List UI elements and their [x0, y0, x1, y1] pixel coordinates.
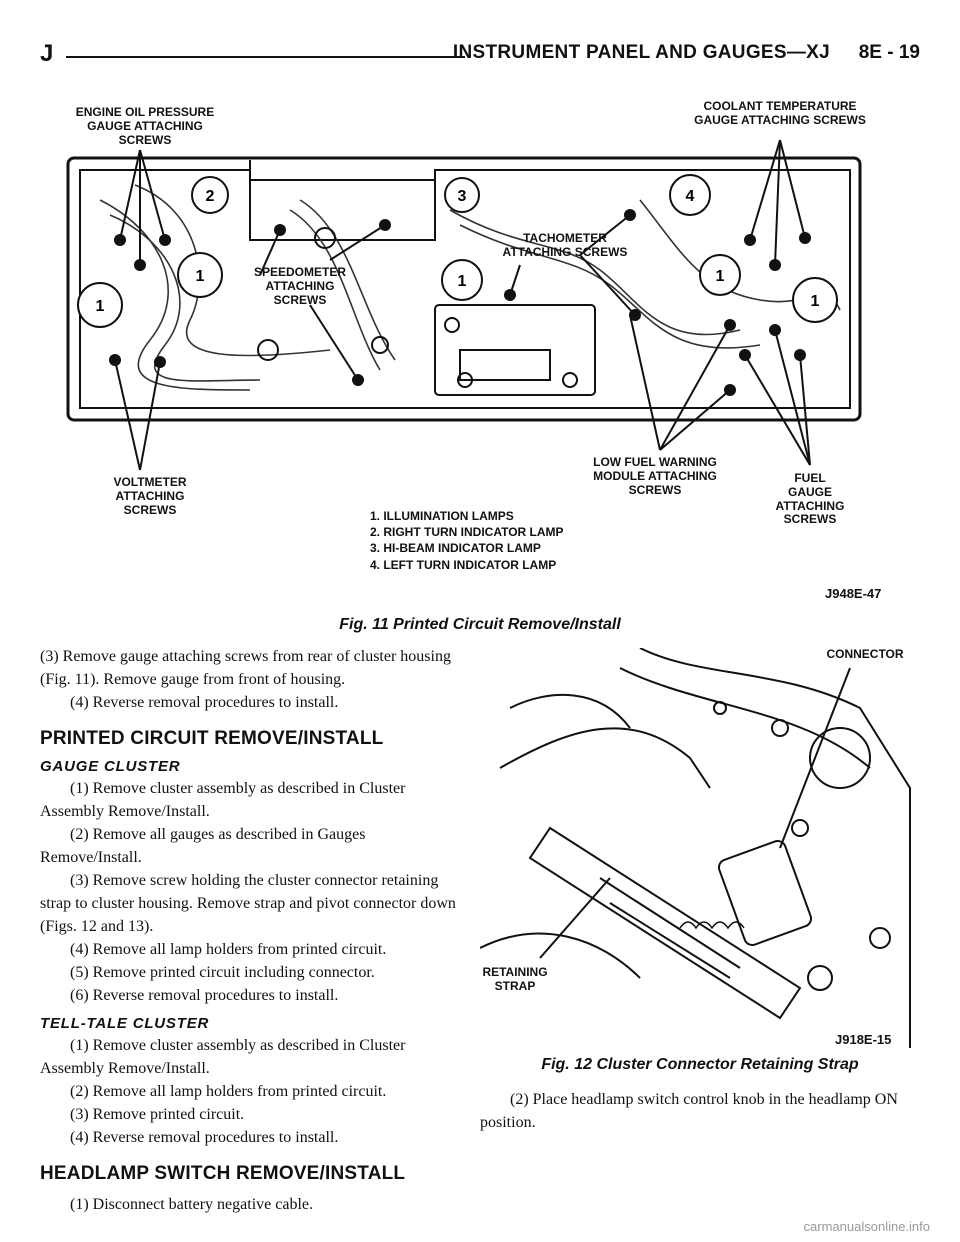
- figure-caption: Fig. 11 Printed Circuit Remove/Install: [339, 616, 621, 633]
- step: (6) Reverse removal procedures to instal…: [70, 987, 339, 1004]
- figure-12: CONNECTOR RETAINING STRAP J918E-15 Fig. …: [480, 647, 920, 1078]
- step: (5) Remove printed circuit including con…: [70, 964, 375, 981]
- lamp-legend: 1. ILLUMINATION LAMPS 2. RIGHT TURN INDI…: [370, 508, 564, 573]
- step: (2) Remove all lamp holders from printed…: [70, 1083, 387, 1100]
- subsection-heading: TELL-TALE CLUSTER: [40, 1015, 210, 1032]
- left-column: (3) Remove gauge attaching screws from r…: [40, 645, 460, 1216]
- section-heading: PRINTED CIRCUIT REMOVE/INSTALL: [40, 728, 384, 749]
- legend-item: 2. RIGHT TURN INDICATOR LAMP: [370, 525, 564, 540]
- step: (4) Remove all lamp holders from printed…: [70, 941, 387, 958]
- figure-caption: Fig. 12 Cluster Connector Retaining Stra…: [541, 1056, 859, 1073]
- watermark: carmanualsonline.info: [803, 1219, 930, 1234]
- lamp-number: 1: [716, 268, 725, 285]
- section-heading: HEADLAMP SWITCH REMOVE/INSTALL: [40, 1163, 406, 1184]
- label-connector: CONNECTOR: [826, 647, 904, 661]
- figure-id: J918E-15: [835, 1032, 892, 1047]
- label-voltmeter-screws: VOLTMETER ATTACHING SCREWS: [113, 475, 187, 517]
- header-rule: [66, 56, 465, 58]
- step: (4) Reverse removal procedures to instal…: [70, 1129, 339, 1146]
- step: (3) Remove printed circuit.: [70, 1106, 245, 1123]
- header-letter: J: [40, 40, 54, 67]
- label-fuel-gauge-screws: FUEL GAUGE ATTACHING SCREWS: [775, 471, 845, 527]
- label-retaining-strap: RETAINING STRAP: [482, 965, 548, 993]
- label-coolant-screws: COOLANT TEMPERATURE GAUGE ATTACHING SCRE…: [694, 99, 866, 127]
- lamp-number: 3: [458, 188, 467, 205]
- figure-id: J948E-47: [825, 586, 882, 601]
- label-low-fuel-screws: LOW FUEL WARNING MODULE ATTACHING SCREWS: [593, 455, 717, 497]
- label-tachometer-screws: TACHOMETER ATTACHING SCREWS: [502, 231, 628, 259]
- paragraph: (3) Remove gauge attaching screws from r…: [40, 648, 451, 688]
- lamp-number: 1: [458, 273, 467, 290]
- lamp-number: 1: [196, 268, 205, 285]
- section-title: INSTRUMENT PANEL AND GAUGES—XJ: [452, 42, 830, 63]
- printed-circuit-illustration: 1 1 2 3 1 4 1 1: [66, 139, 862, 471]
- lamp-number: 1: [96, 298, 105, 315]
- paragraph: (4) Reverse removal procedures to instal…: [70, 694, 339, 711]
- legend-item: 4. LEFT TURN INDICATOR LAMP: [370, 557, 557, 572]
- lamp-number: 2: [206, 188, 215, 205]
- lamp-number: 1: [811, 293, 820, 310]
- step: (1) Disconnect battery negative cable.: [70, 1196, 313, 1213]
- connector-strap-illustration: [480, 648, 911, 1048]
- figure-11: 1 1 2 3 1 4 1 1 ENGINE OIL PRESSURE GAUG…: [40, 90, 920, 640]
- label-speedometer-screws: SPEEDOMETER ATTACHING SCREWS: [253, 265, 346, 307]
- page-header: J INSTRUMENT PANEL AND GAUGES—XJ 8E - 19: [40, 40, 920, 74]
- step: (1) Remove cluster assembly as described…: [40, 780, 406, 820]
- label-oil-pressure-screws: ENGINE OIL PRESSURE GAUGE ATTACHING SCRE…: [75, 105, 215, 147]
- legend-item: 1. ILLUMINATION LAMPS: [370, 509, 514, 523]
- step: (1) Remove cluster assembly as described…: [40, 1037, 406, 1077]
- subsection-heading: GAUGE CLUSTER: [40, 758, 181, 775]
- step: (3) Remove screw holding the cluster con…: [40, 872, 456, 935]
- lamp-number: 4: [686, 188, 695, 205]
- legend-item: 3. HI-BEAM INDICATOR LAMP: [370, 541, 541, 556]
- step: (2) Remove all gauges as described in Ga…: [40, 826, 366, 866]
- page-number: 8E - 19: [858, 42, 920, 63]
- right-column: (2) Place headlamp switch control knob i…: [480, 1088, 920, 1134]
- step: (2) Place headlamp switch control knob i…: [480, 1091, 898, 1131]
